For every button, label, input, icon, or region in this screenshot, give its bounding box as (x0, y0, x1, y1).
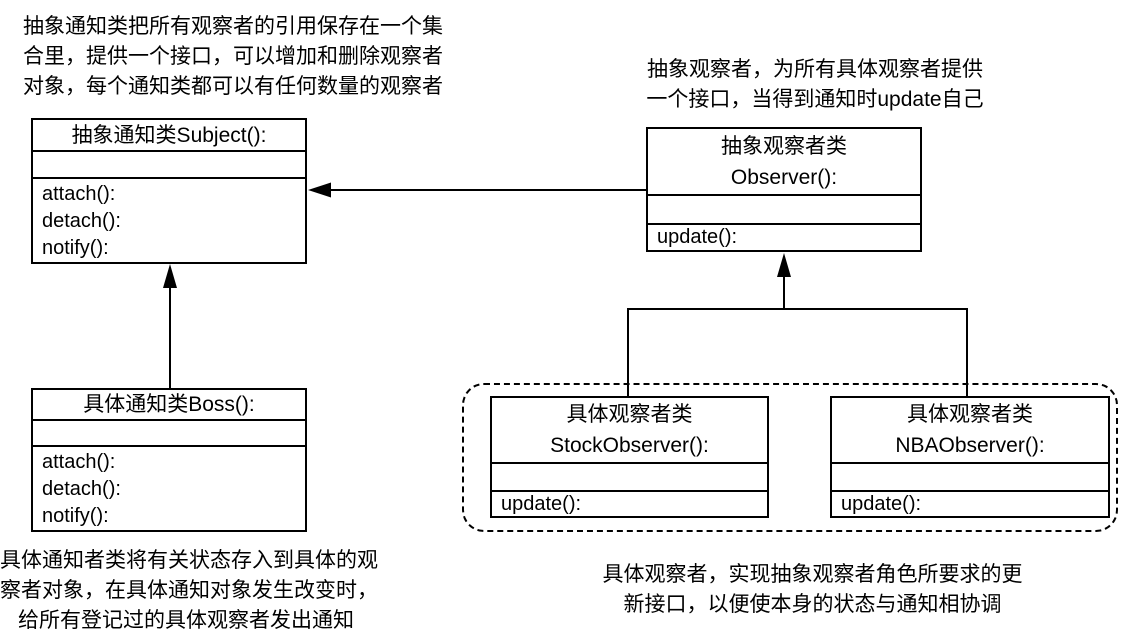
boss-annotation: 具体通知者类将有关状态存入到具体的观 察者对象，在具体通知对象发生改变时， 给所… (0, 546, 378, 636)
subject-annotation-line-2: 合里，提供一个接口，可以增加和删除观察者 (23, 45, 443, 68)
stock-observer-class-title-line-1: 具体观察者类 (566, 402, 693, 426)
boss-methods-section: attach(): detach(): notify(): (33, 445, 305, 530)
class-box-observer: 抽象观察者类 Observer(): update(): (646, 127, 922, 252)
subject-annotation: 抽象通知类把所有观察者的引用保存在一个集 合里，提供一个接口，可以增加和删除观察… (2, 12, 464, 102)
subject-attributes-section (33, 150, 305, 177)
subject-methods-section: attach(): detach(): notify(): (33, 177, 305, 262)
subject-method-notify: notify(): (42, 237, 109, 259)
concrete-observers-annotation: 具体观察者，实现抽象观察者角色所要求的更 新接口，以便使本身的状态与通知相协调 (600, 560, 1025, 620)
concrete-observers-annotation-line-2: 新接口，以便使本身的状态与通知相协调 (623, 593, 1002, 616)
nba-observer-class-title: 具体观察者类 NBAObserver(): (832, 398, 1108, 462)
boss-method-attach: attach(): (42, 451, 116, 473)
boss-annotation-line-3: 给所有登记过的具体观察者发出通知 (18, 609, 354, 632)
boss-class-title-text: 具体通知类Boss(): (83, 393, 255, 416)
stock-observer-attributes-section (492, 461, 767, 490)
nba-observer-attributes-section (832, 461, 1108, 490)
nba-observer-methods-section: update(): (832, 490, 1108, 516)
subject-class-title-text: 抽象通知类Subject(): (71, 123, 267, 147)
subject-class-title: 抽象通知类Subject(): (33, 120, 305, 150)
concrete-observers-group-outline (462, 383, 1118, 532)
observer-class-title-line-1: 抽象观察者类 (721, 134, 847, 158)
observer-class-title-line-2: Observer(): (730, 165, 838, 189)
inheritance-arrow-concrete-to-observer (627, 253, 968, 397)
nba-observer-method-update: update(): (841, 493, 922, 515)
inheritance-arrow-boss-to-subject (163, 264, 177, 388)
class-box-subject: 抽象通知类Subject(): attach(): detach(): noti… (31, 118, 307, 264)
boss-annotation-line-1: 具体通知者类将有关状态存入到具体的观 (0, 549, 378, 572)
boss-class-title: 具体通知类Boss(): (33, 390, 305, 419)
subject-method-attach: attach(): (42, 183, 116, 205)
boss-annotation-line-2: 察者对象，在具体通知对象发生改变时， (0, 579, 378, 602)
boss-method-notify: notify(): (42, 505, 109, 527)
observer-annotation-line-2: 一个接口，当得到通知时update自己 (646, 88, 984, 111)
boss-attributes-section (33, 419, 305, 445)
subject-method-detach: detach(): (42, 210, 121, 232)
stock-observer-class-title-line-2: StockObserver(): (550, 433, 709, 457)
stock-observer-methods-section: update(): (492, 490, 767, 516)
stock-observer-class-title: 具体观察者类 StockObserver(): (492, 398, 767, 462)
association-arrow-observer-to-subject (308, 182, 646, 198)
observer-method-update: update(): (657, 226, 738, 248)
boss-method-detach: detach(): (42, 478, 121, 500)
observer-annotation: 抽象观察者，为所有具体观察者提供 一个接口，当得到通知时update自己 (645, 55, 985, 115)
observer-methods-section: update(): (648, 223, 920, 250)
observer-attributes-section (648, 194, 920, 223)
stock-observer-method-update: update(): (501, 493, 582, 515)
nba-observer-class-title-line-1: 具体观察者类 (907, 402, 1033, 426)
concrete-observers-annotation-line-1: 具体观察者，实现抽象观察者角色所要求的更 (602, 563, 1023, 586)
subject-annotation-line-3: 对象，每个通知类都可以有任何数量的观察者 (23, 75, 443, 98)
subject-annotation-line-1: 抽象通知类把所有观察者的引用保存在一个集 (23, 15, 443, 38)
observer-annotation-line-1: 抽象观察者，为所有具体观察者提供 (647, 58, 983, 81)
nba-observer-class-title-line-2: NBAObserver(): (895, 433, 1045, 457)
observer-class-title: 抽象观察者类 Observer(): (648, 129, 920, 194)
class-box-boss: 具体通知类Boss(): attach(): detach(): notify(… (31, 388, 307, 532)
class-box-nba-observer: 具体观察者类 NBAObserver(): update(): (830, 396, 1110, 518)
class-box-stock-observer: 具体观察者类 StockObserver(): update(): (490, 396, 769, 518)
